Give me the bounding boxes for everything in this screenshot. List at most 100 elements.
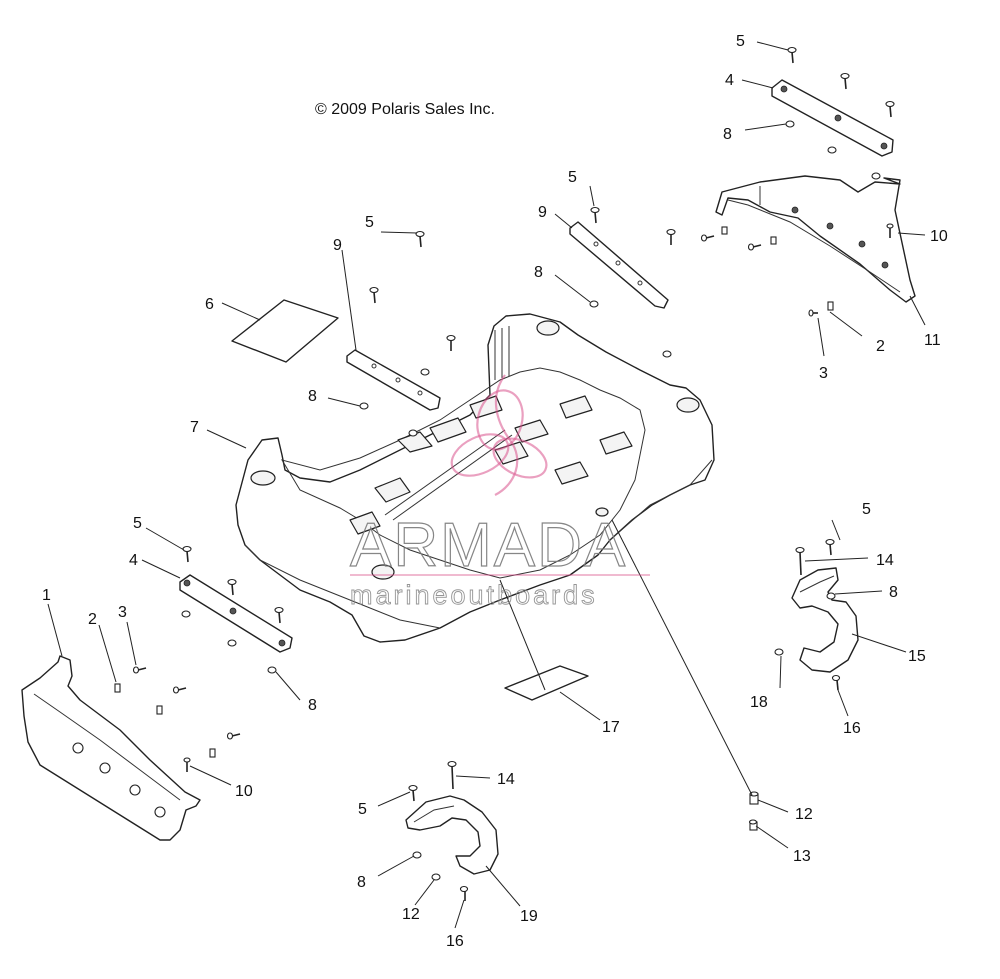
nut-8-a2 — [827, 146, 837, 154]
bolt-5-a — [787, 46, 797, 64]
nut-18 — [774, 648, 784, 656]
watermark: ARMADA marineoutboards — [349, 374, 650, 610]
callout-12: 12 — [795, 806, 813, 823]
bolt-5-d — [182, 545, 192, 563]
bolt-misc-d — [226, 732, 241, 740]
callout-5: 5 — [736, 33, 745, 50]
bolt-14-b — [447, 760, 457, 790]
clip-misc-b — [770, 236, 777, 245]
clip-2-b — [114, 683, 121, 693]
callout-17: 17 — [602, 719, 620, 736]
bolt-misc-a — [700, 234, 715, 242]
cap-13 — [748, 819, 758, 831]
callout-14: 14 — [876, 552, 894, 569]
callout-3: 3 — [118, 604, 127, 621]
clip-2-a — [827, 301, 834, 311]
callout-1: 1 — [42, 587, 51, 604]
watermark-logo-icon — [450, 374, 548, 496]
callout-4: 4 — [725, 72, 734, 89]
callout-18: 18 — [750, 694, 768, 711]
bolt-14-a — [795, 546, 805, 576]
nut-8-a3 — [871, 172, 881, 180]
part-1-front-bumper[interactable] — [21, 655, 201, 841]
clip-misc-d — [209, 748, 216, 758]
nut-12-b — [431, 873, 441, 881]
callout-12: 12 — [402, 906, 420, 923]
bolt-5-c2 — [369, 286, 379, 304]
callout-11: 11 — [924, 332, 941, 349]
callout-5: 5 — [568, 169, 577, 186]
part-9-left-strip[interactable] — [346, 349, 441, 411]
bolt-9-a2 — [446, 334, 456, 351]
callout-14: 14 — [497, 771, 515, 788]
callout-10: 10 — [235, 783, 253, 800]
bolt-5-b — [590, 206, 600, 224]
leader-lines — [47, 41, 926, 929]
part-19-lower-handle[interactable] — [405, 795, 499, 875]
callout-19: 19 — [520, 908, 538, 925]
nut-8-c2 — [420, 368, 430, 376]
bolt-5-e — [825, 538, 835, 556]
callout-5: 5 — [365, 214, 374, 231]
part-6-decal[interactable] — [231, 299, 339, 363]
nut-8-e — [826, 592, 836, 600]
part-11-rear-bumper[interactable] — [715, 175, 916, 303]
copyright-text: © 2009 Polaris Sales Inc. — [315, 101, 495, 118]
bolt-5-c — [415, 230, 425, 248]
callout-16: 16 — [446, 933, 464, 950]
bolt-3-b — [132, 666, 147, 674]
callout-8: 8 — [357, 874, 366, 891]
bolt-10-b — [183, 757, 191, 772]
part-17-pad[interactable] — [504, 665, 589, 701]
fasteners — [114, 46, 895, 901]
bolt-5-f — [408, 784, 418, 802]
callout-8: 8 — [723, 126, 732, 143]
callout-9: 9 — [538, 204, 547, 221]
nut-8-b — [589, 300, 599, 308]
nut-8-b2 — [662, 350, 672, 358]
bolt-16-b — [459, 885, 469, 901]
watermark-brand: ARMADA — [350, 511, 627, 580]
callout-4: 4 — [129, 552, 138, 569]
callout-9: 9 — [333, 237, 342, 254]
nut-8-d3 — [267, 666, 277, 674]
part-4-upper-bar[interactable] — [771, 79, 894, 157]
clip-misc-c — [156, 705, 163, 715]
bolt-4-a2 — [885, 100, 895, 118]
bolt-9-b2 — [666, 228, 676, 245]
nut-8-c3 — [408, 429, 418, 437]
bolt-3-a — [808, 309, 818, 317]
nut-8-d2 — [227, 639, 237, 647]
callout-labels: 5 4 8 5 9 10 5 9 8 6 8 2 3 11 7 5 4 1 2 … — [42, 33, 948, 950]
callout-5: 5 — [358, 801, 367, 818]
callout-2: 2 — [88, 611, 97, 628]
bolt-misc-c — [172, 686, 187, 694]
callout-10: 10 — [930, 228, 948, 245]
callout-7: 7 — [190, 419, 199, 436]
part-15-right-handle[interactable] — [791, 567, 859, 673]
bolt-10-a — [886, 223, 894, 238]
nut-8-c — [359, 402, 369, 410]
callout-8: 8 — [889, 584, 898, 601]
bolt-16-a — [831, 674, 841, 691]
callout-13: 13 — [793, 848, 811, 865]
clip-misc-a — [721, 226, 728, 235]
bolt-misc-b — [747, 243, 762, 251]
callout-5: 5 — [133, 515, 142, 532]
part-4-lower-bar[interactable] — [179, 574, 293, 653]
callout-6: 6 — [205, 296, 214, 313]
bolt-4-b1 — [227, 578, 237, 596]
nut-8-d — [181, 610, 191, 618]
nut-8-f — [412, 851, 422, 859]
callout-16: 16 — [843, 720, 861, 737]
callout-3: 3 — [819, 365, 828, 382]
callout-5: 5 — [862, 501, 871, 518]
callout-8: 8 — [308, 388, 317, 405]
callout-15: 15 — [908, 648, 926, 665]
callout-8: 8 — [308, 697, 317, 714]
bolt-4-b2 — [274, 606, 284, 624]
part-9-right-strip[interactable] — [569, 221, 669, 309]
nut-8-a — [785, 120, 795, 128]
callout-2: 2 — [876, 338, 885, 355]
